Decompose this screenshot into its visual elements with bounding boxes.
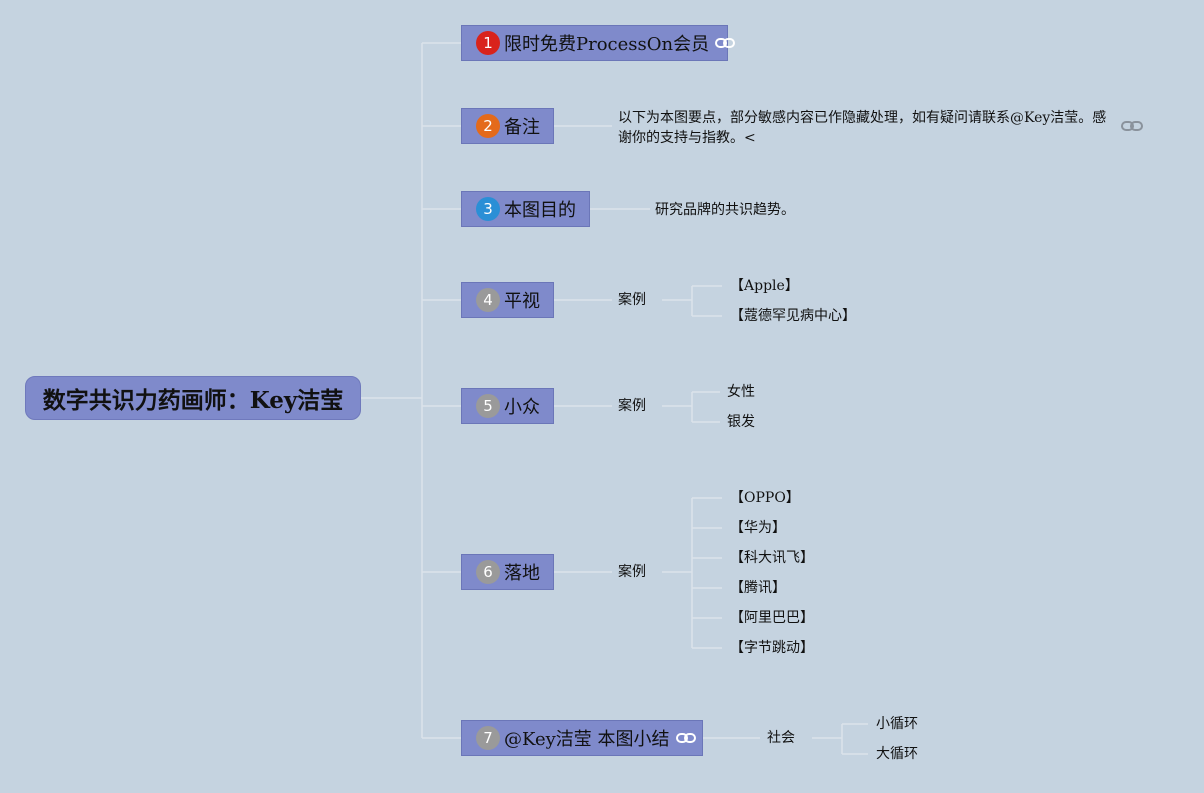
- note-link-icon[interactable]: [1121, 118, 1143, 134]
- case-item: 银发: [727, 414, 755, 430]
- society-label: 社会: [767, 730, 795, 746]
- case-label: 案例: [618, 564, 646, 580]
- topic-xiaozhong[interactable]: 5 小众: [461, 388, 554, 424]
- topic-label: 备注: [504, 117, 540, 138]
- topic-label: 平视: [504, 291, 540, 312]
- case-item: 【字节跳动】: [730, 640, 814, 656]
- cycle-item: 大循环: [876, 746, 918, 762]
- priority-3-badge: 3: [476, 197, 500, 221]
- case-item: 【腾讯】: [730, 580, 786, 596]
- topic-summary[interactable]: 7 @Key洁莹 本图小结: [461, 720, 703, 756]
- link-icon[interactable]: [675, 731, 696, 745]
- topic-label: @Key洁莹 本图小结: [504, 729, 670, 750]
- case-item: 【Apple】: [730, 278, 799, 294]
- topic-note[interactable]: 2 备注: [461, 108, 554, 144]
- root-title: 数字共识力药画师：Key洁莹: [42, 387, 344, 414]
- topic-processon-membership[interactable]: 1 限时免费ProcessOn会员: [461, 25, 736, 61]
- case-item: 【华为】: [730, 520, 786, 536]
- priority-1-badge: 1: [476, 31, 500, 55]
- case-item: 【阿里巴巴】: [730, 610, 814, 626]
- priority-5-badge: 5: [476, 394, 500, 418]
- case-item: 【科大讯飞】: [730, 550, 814, 566]
- priority-2-badge: 2: [476, 114, 500, 138]
- topic-label: 小众: [504, 397, 540, 418]
- case-item: 【蔻德罕见病中心】: [730, 308, 856, 324]
- root-topic[interactable]: 数字共识力药画师：Key洁莹: [25, 376, 361, 420]
- topic-label: 落地: [504, 563, 540, 584]
- case-item: 【OPPO】: [730, 490, 800, 506]
- note-text: 以下为本图要点，部分敏感内容已作隐藏处理，如有疑问请联系@Key洁莹。感谢你的支…: [618, 110, 1107, 146]
- topic-label: 限时免费ProcessOn会员: [504, 34, 710, 55]
- case-label: 案例: [618, 398, 646, 414]
- topic-luodi[interactable]: 6 落地: [461, 554, 554, 590]
- cycle-item: 小循环: [876, 716, 918, 732]
- case-item: 女性: [727, 384, 755, 400]
- priority-4-badge: 4: [476, 288, 500, 312]
- case-label: 案例: [618, 292, 646, 308]
- priority-7-badge: 7: [476, 726, 500, 750]
- topic-label: 本图目的: [504, 200, 576, 221]
- priority-6-badge: 6: [476, 560, 500, 584]
- link-icon[interactable]: [715, 36, 736, 50]
- purpose-text: 研究品牌的共识趋势。: [655, 202, 795, 218]
- topic-pingshi[interactable]: 4 平视: [461, 282, 554, 318]
- topic-purpose[interactable]: 3 本图目的: [461, 191, 590, 227]
